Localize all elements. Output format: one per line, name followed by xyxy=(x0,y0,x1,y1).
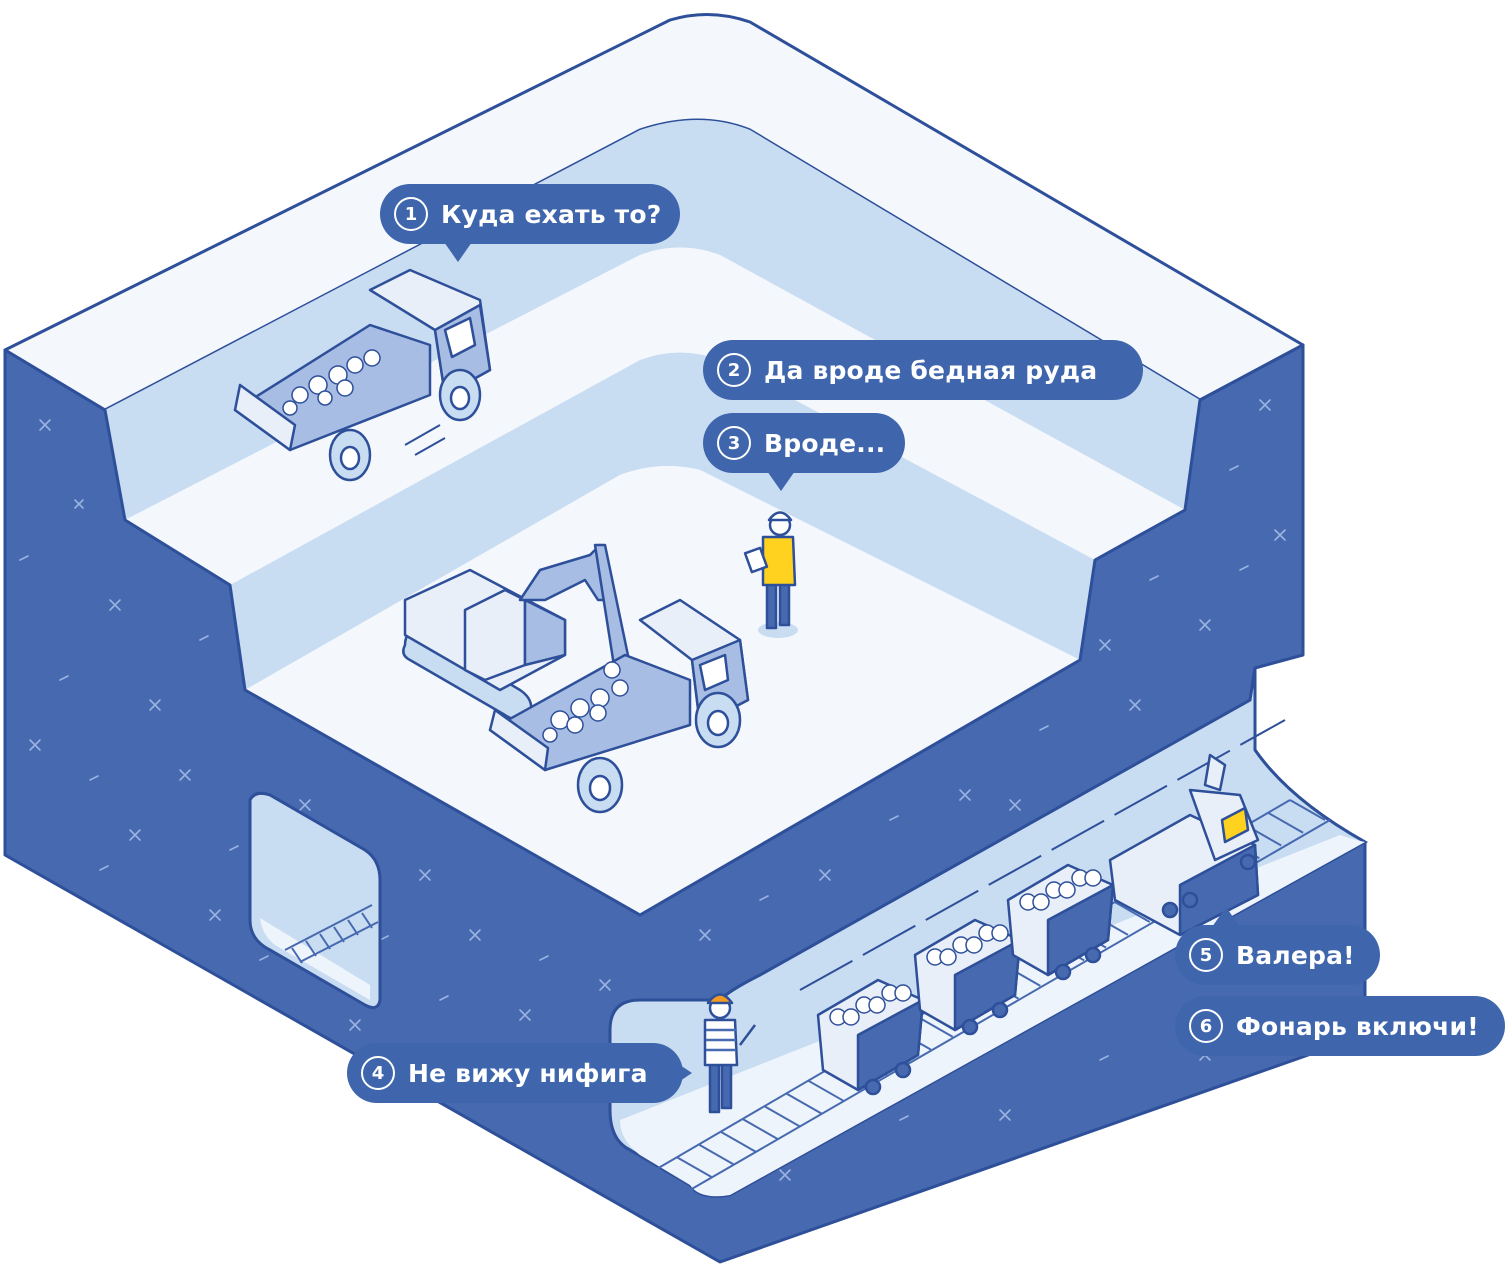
bubble-text-3: Вроде... xyxy=(764,428,886,458)
speech-bubble-6: 6 Фонарь включи! xyxy=(1175,996,1505,1056)
bubble-number-2: 2 xyxy=(717,353,751,387)
bubble-number-1: 1 xyxy=(394,197,428,231)
ore-cart xyxy=(1006,863,1115,981)
rail-tie xyxy=(1267,811,1304,834)
speech-bubble-3: 3 Вроде... xyxy=(703,413,905,473)
bubble-text-1: Куда ехать то? xyxy=(441,199,662,229)
bubble-text-6: Фонарь включи! xyxy=(1236,1011,1479,1041)
dump-truck-lower xyxy=(488,598,750,814)
bench-level-2 xyxy=(230,352,1095,690)
speech-bubble-4: 4 Не вижу нифига xyxy=(347,1043,683,1103)
rail-tie xyxy=(763,1105,800,1128)
bubble-text-5: Валера! xyxy=(1236,940,1355,970)
bubble-number-4: 4 xyxy=(361,1056,395,1090)
rail-tie xyxy=(742,1118,779,1140)
ore-cart xyxy=(816,978,925,1096)
rail-tie xyxy=(1114,901,1151,923)
bubble-text-2: Да вроде бедная руда xyxy=(764,355,1098,385)
bubble-number-6: 6 xyxy=(1189,1009,1223,1043)
rail-tie xyxy=(917,1016,954,1038)
rail-tie xyxy=(1289,799,1326,821)
bubble-number-3: 3 xyxy=(717,426,751,460)
side-tunnel xyxy=(248,791,382,1010)
rail-tie xyxy=(654,1169,691,1191)
rail-tie xyxy=(698,1143,735,1166)
rail-tie xyxy=(785,1092,822,1115)
excavator xyxy=(402,543,632,722)
bubble-number-5: 5 xyxy=(1189,938,1223,972)
bubble-tail-5 xyxy=(1212,907,1240,927)
speech-bubble-2: 2 Да вроде бедная руда xyxy=(703,340,1143,400)
bubble-text-4: Не вижу нифига xyxy=(408,1058,648,1088)
rail-tie xyxy=(676,1156,713,1179)
worker-surveyor xyxy=(743,511,798,638)
mine-train xyxy=(816,753,1260,1096)
rail-tie xyxy=(720,1130,757,1153)
ore-cart xyxy=(913,918,1022,1036)
rail-track-side xyxy=(284,904,379,964)
speech-bubble-1: 1 Куда ехать то? xyxy=(380,184,680,244)
worker-miner xyxy=(703,993,756,1114)
speech-bubble-5: 5 Валера! xyxy=(1175,925,1380,985)
bubble-tail-3 xyxy=(767,471,795,491)
dump-truck-upper xyxy=(233,268,492,482)
bubble-tail-4 xyxy=(668,1057,692,1089)
rail-tie xyxy=(807,1079,844,1102)
bubble-tail-1 xyxy=(444,242,472,262)
